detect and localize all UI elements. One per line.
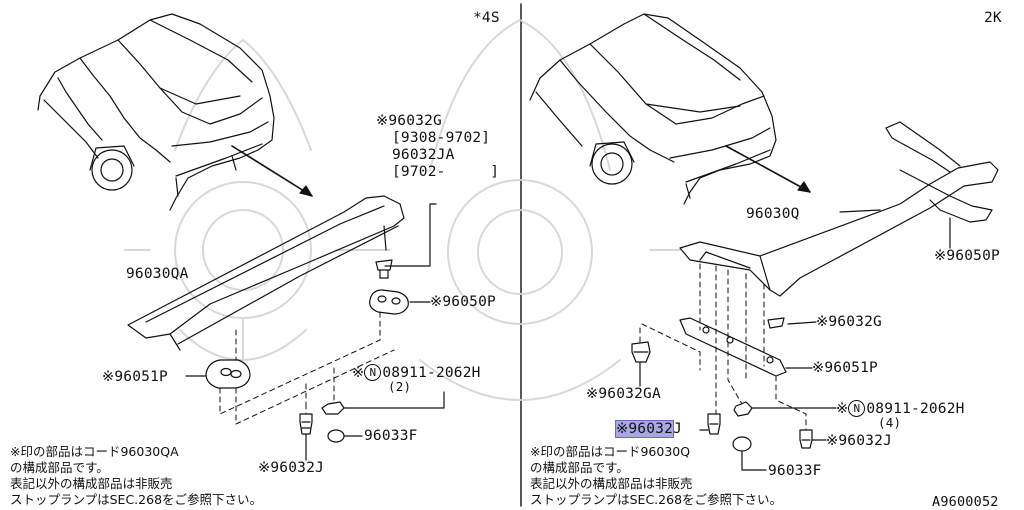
right-leaders xyxy=(639,209,951,471)
left-small-parts xyxy=(205,259,409,443)
pad-upper-label-left: ※96050P xyxy=(430,294,496,310)
highlighted-part-number[interactable]: ※96032 xyxy=(614,420,675,438)
circle-n-icon: N xyxy=(364,364,382,381)
notes-left-2: の構成部品です。 xyxy=(10,460,109,475)
clip-j-highlight-label[interactable]: ※96032J xyxy=(614,420,682,438)
bolt-qty-left: (2) xyxy=(388,379,412,394)
pad-lower-label-left: ※96051P xyxy=(102,369,168,385)
variant-label-left: *4S xyxy=(473,10,500,26)
notes-left-4: ストップランプはSEC.268をご参照下さい。 xyxy=(10,492,263,507)
notes-right-3: 表記以外の構成部品は非販売 xyxy=(530,476,693,491)
clip-note-line4: [9702- ] xyxy=(392,164,500,180)
clip-note-line2: [9308-9702] xyxy=(392,130,491,146)
right-small-parts xyxy=(631,317,813,452)
grommet-label-left: 96033F xyxy=(364,428,418,444)
clip-j-mid xyxy=(707,413,721,435)
spoiler-right xyxy=(679,121,999,297)
spoiler-label-right: 96030Q xyxy=(746,206,800,222)
car-rear-left xyxy=(37,13,313,211)
clip-ga-right xyxy=(631,341,651,363)
spoiler-left xyxy=(127,195,405,351)
grommet-label-right: 96033F xyxy=(768,463,822,479)
clip-j-label-right: ※96032J xyxy=(826,433,892,449)
right-dashed-guides xyxy=(639,263,807,431)
left-dashed-guides xyxy=(219,311,395,425)
nut-left xyxy=(321,401,345,415)
clip-g-right xyxy=(767,317,785,329)
clip-lower-label-left: ※96032J xyxy=(258,460,324,476)
nut-right xyxy=(733,401,753,417)
notes-right-1: ※印の部品はコード96030Q xyxy=(530,444,691,459)
clip-upper-left xyxy=(375,259,393,279)
diagram-id: A9600052 xyxy=(932,494,999,510)
variant-label-right: 2K xyxy=(984,10,1002,26)
circle-n-icon: N xyxy=(848,400,866,417)
grommet-right xyxy=(732,436,752,452)
spoiler-label-left: 96030QA xyxy=(126,266,189,282)
pad-lower-label-right: ※96051P xyxy=(812,360,878,376)
clip-ga-label-right: ※96032GA xyxy=(586,386,661,402)
notes-left-3: 表記以外の構成部品は非販売 xyxy=(10,476,173,491)
watermark-left xyxy=(124,39,362,361)
bolt-qty-right: (4) xyxy=(878,415,902,430)
grommet-left xyxy=(327,429,345,443)
car-rear-right xyxy=(529,13,811,205)
bracket-right xyxy=(679,317,787,377)
clip-j-right xyxy=(799,429,813,449)
notes-right-4: ストップランプはSEC.268をご参照下さい。 xyxy=(530,492,783,507)
clip-g-label-right: ※96032G xyxy=(816,314,882,330)
notes-right-2: の構成部品です。 xyxy=(530,460,629,475)
pad-upper-left xyxy=(369,289,409,315)
clip-lower-left xyxy=(299,413,313,435)
notes-left-1: ※印の部品はコード96030QA xyxy=(10,444,179,459)
clip-note-line1: ※96032G xyxy=(376,113,442,129)
watermark-right xyxy=(359,19,681,401)
pad-lower-left xyxy=(205,359,251,389)
left-leaders xyxy=(185,203,445,461)
clip-note-line3: 96032JA xyxy=(392,147,455,163)
pad-upper-label-right: ※96050P xyxy=(934,248,1000,264)
